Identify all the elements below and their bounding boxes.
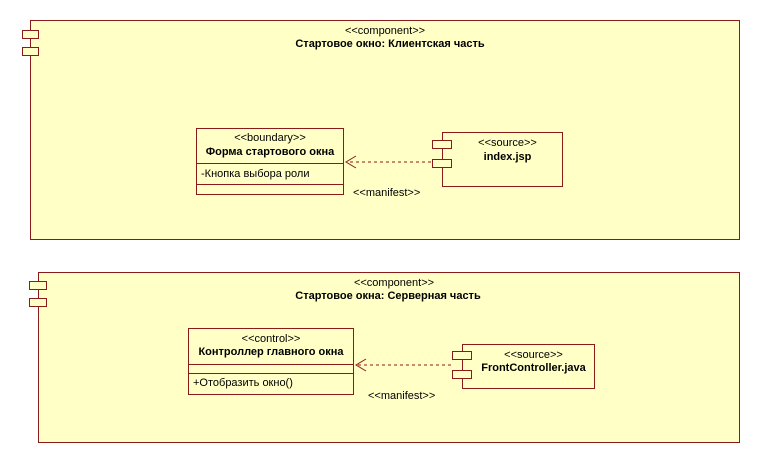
component-title: Стартовое окна: Серверная часть — [295, 290, 481, 302]
component-client[interactable] — [30, 20, 740, 240]
artifact-port-bottom — [432, 159, 452, 168]
source-name: index.jsp — [483, 151, 532, 163]
control-operation: +Отобразить окно() — [193, 377, 293, 389]
control-stereotype: <<control>> — [241, 333, 301, 345]
component-stereotype: <<component>> — [353, 277, 435, 289]
manifest-label: <<manifest>> — [368, 390, 436, 402]
boundary-attribute: -Кнопка выбора роли — [201, 168, 310, 180]
component-stereotype: <<component>> — [344, 25, 426, 37]
component-server[interactable] — [38, 272, 740, 443]
source-artifact-index[interactable] — [442, 132, 563, 187]
component-port-top — [22, 30, 39, 39]
control-name: Контроллер главного окна — [198, 346, 344, 358]
component-port-bottom — [22, 47, 39, 56]
artifact-port-top — [432, 140, 452, 149]
source-stereotype: <<source>> — [504, 349, 563, 361]
control-class[interactable] — [188, 328, 354, 395]
boundary-class[interactable] — [196, 128, 344, 195]
boundary-name: Форма стартового окна — [205, 146, 335, 158]
source-artifact-frontcontroller[interactable] — [462, 344, 595, 389]
boundary-stereotype: <<boundary>> — [234, 132, 306, 144]
source-stereotype: <<source>> — [478, 137, 537, 149]
artifact-port-top — [452, 351, 472, 360]
artifact-port-bottom — [452, 370, 472, 379]
component-title: Стартовое окно: Клиентская часть — [295, 38, 485, 50]
source-name: FrontController.java — [481, 362, 586, 374]
class-divider — [189, 364, 353, 365]
class-divider — [197, 163, 343, 164]
component-port-bottom — [29, 298, 47, 307]
class-divider — [189, 373, 353, 374]
component-port-top — [29, 281, 47, 290]
manifest-label: <<manifest>> — [353, 187, 421, 199]
class-divider — [197, 184, 343, 185]
